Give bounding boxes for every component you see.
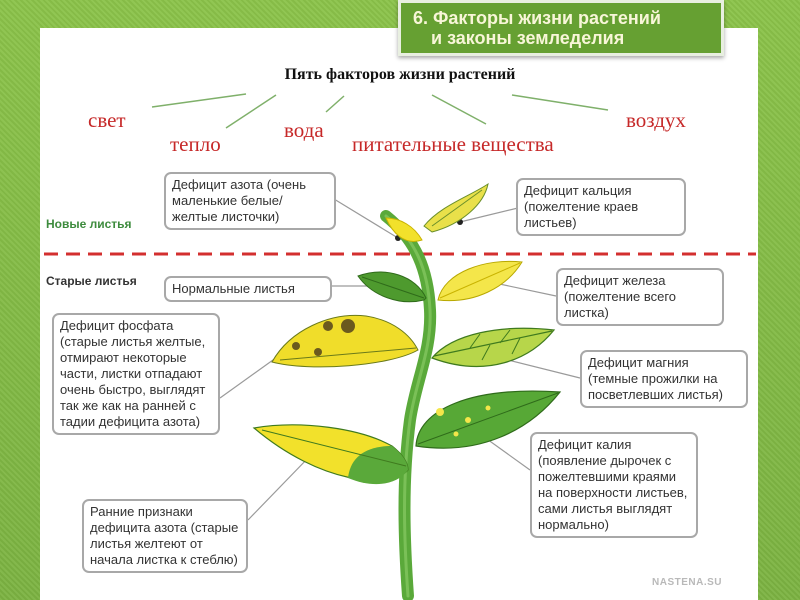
early-nitrogen-leaf [252,424,409,485]
factor-air: воздух [626,108,686,132]
title-line-2: и законы земледелия [431,28,625,48]
slide-title: 6. Факторы жизни растений и законы земле… [398,0,724,56]
iron-deficit-leaf [437,260,523,302]
callout-potassium-deficit: Дефицит калия (появление дырочек с пожел… [530,432,698,538]
callout-nitrogen-deficit: Дефицит азота (очень маленькие белые/ же… [164,172,336,230]
new-leaves-label: Новые листья [46,217,132,231]
callout-normal-leaves: Нормальные листья [164,276,332,302]
callout-iron-deficit: Дефицит железа (пожелтение всего листка) [556,268,724,326]
normal-leaf [357,271,427,303]
phosphate-deficit-leaf [271,314,419,368]
callout-magnesium-deficit: Дефицит магния (темные прожилки на посве… [580,350,748,408]
callout-early-nitrogen: Ранние признаки дефицита азота (старые л… [82,499,248,573]
factor-nutrients: питательные вещества [352,132,554,156]
factor-connectors [151,93,609,129]
factor-light: свет [88,108,126,132]
watermark: NASTENA.SU [652,577,723,588]
magnesium-deficit-leaf [430,327,556,367]
factor-water: вода [284,118,324,142]
callout-phosphate-deficit: Дефицит фосфата (старые листья желтые, о… [52,313,220,435]
title-line-1: 6. Факторы жизни растений [413,8,661,28]
young-leaf-left [385,217,423,242]
old-leaves-label: Старые листья [46,274,137,288]
diagram-heading: Пять факторов жизни растений [284,66,516,83]
young-leaf-right [423,182,489,233]
factor-heat: тепло [170,132,221,156]
potassium-deficit-leaf [415,390,562,449]
callout-calcium-deficit: Дефицит кальция (пожелтение краев листье… [516,178,686,236]
